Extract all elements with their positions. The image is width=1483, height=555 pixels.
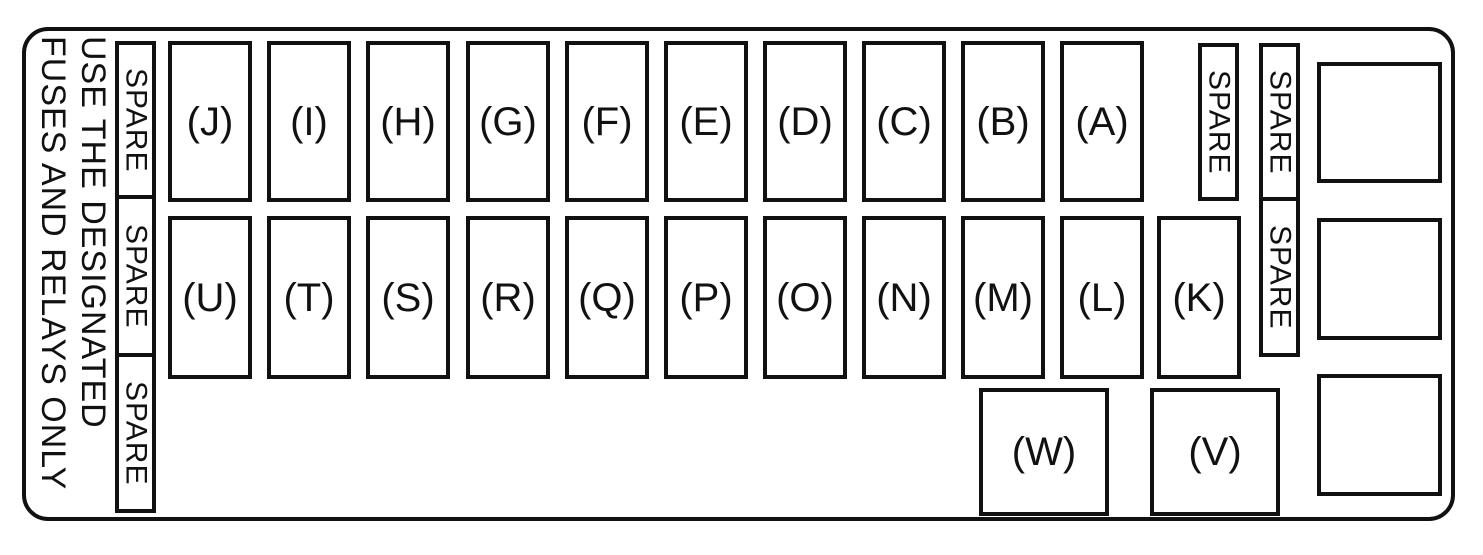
fuse-B: (B) (961, 41, 1045, 202)
fuse-E: (E) (664, 41, 748, 202)
relay-W: (W) (979, 388, 1109, 516)
fuse-D: (D) (763, 41, 847, 202)
fuse-T: (T) (267, 216, 351, 379)
fuse-label: (D) (777, 99, 833, 144)
fuse-U: (U) (168, 216, 252, 379)
fuse-label: (M) (973, 275, 1033, 320)
fuse-label: (U) (182, 275, 238, 320)
fuse-label: (O) (776, 275, 834, 320)
warning-line-1: USE THE DESIGNATED (74, 36, 112, 429)
fuse-label: (E) (679, 99, 733, 144)
fuse-S: (S) (366, 216, 450, 379)
fuse-K: (K) (1157, 216, 1241, 379)
fuse-label: (J) (186, 99, 234, 144)
fuse-C: (C) (862, 41, 946, 202)
fuse-Q: (Q) (565, 216, 649, 379)
fuse-label: (A) (1075, 99, 1129, 144)
fuse-G: (G) (466, 41, 550, 202)
spare-label: SPARE (1263, 224, 1297, 330)
relay-label: (V) (1188, 430, 1242, 474)
empty-relay-socket-1 (1317, 62, 1442, 183)
fuse-R: (R) (466, 216, 550, 379)
empty-relay-socket-3 (1317, 374, 1442, 496)
spare-slot-left-2: SPARE (115, 195, 156, 357)
spare-slot-right-2: SPARE (1259, 197, 1300, 357)
spare-label: SPARE (119, 380, 153, 486)
warning-text: USE THE DESIGNATED FUSES AND RELAYS ONLY (30, 36, 112, 516)
fuse-label: (R) (480, 275, 536, 320)
fuse-label: (Q) (578, 275, 636, 320)
fuse-O: (O) (763, 216, 847, 379)
fuse-label: (G) (479, 99, 537, 144)
fuse-N: (N) (862, 216, 946, 379)
spare-label: SPARE (119, 67, 153, 173)
fuse-A: (A) (1060, 41, 1144, 202)
fuse-J: (J) (168, 41, 252, 202)
fuse-label: (S) (381, 275, 435, 320)
fuse-I: (I) (267, 41, 351, 202)
fuse-label: (B) (976, 99, 1030, 144)
empty-relay-socket-2 (1317, 218, 1442, 340)
fuse-P: (P) (664, 216, 748, 379)
spare-slot-left-1: SPARE (115, 41, 156, 199)
fuse-label: (F) (581, 99, 633, 144)
spare-slot-top-right: SPARE (1198, 43, 1239, 201)
fuse-label: (I) (290, 99, 328, 144)
relay-V: (V) (1150, 388, 1280, 516)
fuse-label: (P) (679, 275, 733, 320)
fuse-H: (H) (366, 41, 450, 202)
fuse-label: (T) (283, 275, 335, 320)
fuse-box-panel (22, 27, 1455, 521)
relay-label: (W) (1011, 430, 1077, 474)
fuse-label: (H) (380, 99, 436, 144)
fuse-label: (L) (1077, 275, 1127, 320)
fuse-L: (L) (1060, 216, 1144, 379)
spare-label: SPARE (119, 223, 153, 329)
spare-slot-right-1: SPARE (1259, 43, 1300, 201)
fuse-F: (F) (565, 41, 649, 202)
fuse-label: (K) (1172, 275, 1226, 320)
spare-label: SPARE (1263, 69, 1297, 175)
spare-slot-left-3: SPARE (115, 353, 156, 513)
spare-label: SPARE (1202, 69, 1236, 175)
fuse-M: (M) (961, 216, 1045, 379)
fuse-label: (C) (876, 99, 932, 144)
fuse-label: (N) (876, 275, 932, 320)
warning-line-2: FUSES AND RELAYS ONLY (34, 36, 72, 491)
